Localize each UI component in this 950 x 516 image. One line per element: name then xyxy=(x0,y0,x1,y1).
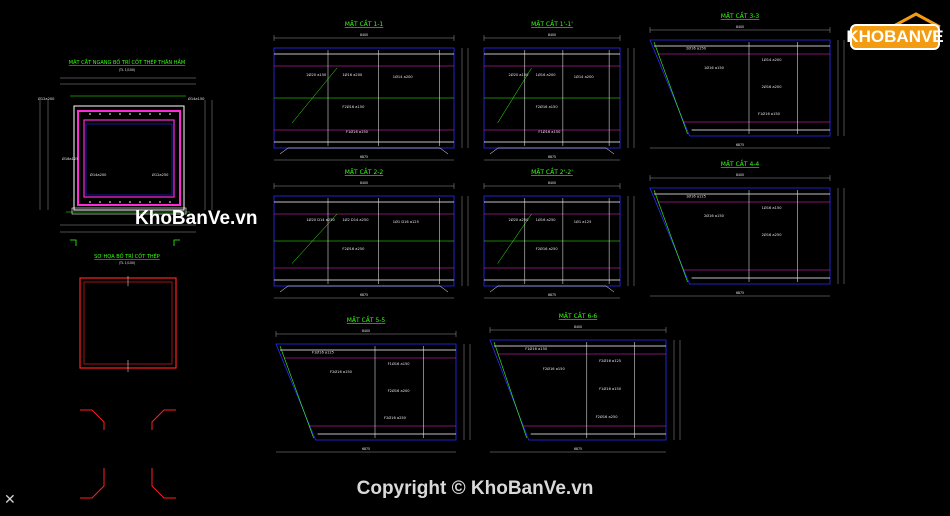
rebar-label: F2Ø16 a150 xyxy=(342,104,365,109)
dimension-bottom: 6875 xyxy=(574,447,582,451)
section-title: MẶT CẮT 2-2 xyxy=(345,168,384,176)
dimension-bottom: 6875 xyxy=(736,291,744,295)
dimension-top: 8400 xyxy=(736,173,744,177)
rebar-label: 2Ø16 a150 xyxy=(686,46,707,51)
dimension-top: 8400 xyxy=(360,33,368,37)
rebar-label: 1Ø14 a200 xyxy=(574,74,595,79)
rebar-label: F2Ø16 a150 xyxy=(330,369,353,374)
section-title: MẶT CẮT 5-5 xyxy=(347,316,386,324)
rebar-label: F2Ø16 a250 xyxy=(596,414,619,419)
section-s3: MẶT CẮT 3-3 8400 6875 2Ø16 a150 1Ø16 a150 1Ø1… xyxy=(649,12,845,149)
dimension-bottom: 6875 xyxy=(362,447,370,451)
dimension-top: 8400 xyxy=(362,329,370,333)
rebar-label: 1Ø16 a200 xyxy=(342,72,363,77)
rebar-label: F2Ø16 a250 xyxy=(342,246,365,251)
section-s4: MẶT CẮT 4-4 8400 6875 1Ø16 a125 2Ø16 a150 1Ø1… xyxy=(649,160,845,297)
dimension-top: 8400 xyxy=(574,325,582,329)
rebar-label: 2Ø16 a150 xyxy=(704,213,725,218)
rebar-sketch: SƠ HỌA BỐ TRÍ CỐT THÉP (TL 1/100) xyxy=(79,252,177,499)
section-s2p: MẶT CẮT 2'-2' 8400 6875 2Ø20 a250 1Ø16 a250 1… xyxy=(483,168,635,299)
sketch-title: SƠ HỌA BỐ TRÍ CỐT THÉP xyxy=(94,252,160,260)
cross-label-1: Ø14a150 xyxy=(188,96,205,101)
rebar-label: F1Ø16 a150 xyxy=(758,111,781,116)
dimension-top: 8400 xyxy=(548,33,556,37)
cross-label-4: Ø14a200 xyxy=(90,172,107,177)
rebar-label: F2Ø16 a150 xyxy=(536,104,559,109)
sketch-scale: (TL 1/100) xyxy=(119,261,135,265)
rebar-label: 2Ø20 a150 xyxy=(508,72,529,77)
rebar-label: 1Ø2 D14 a250 xyxy=(342,217,369,222)
rebar-label: F1Ø16 a150 xyxy=(538,129,561,134)
logo-text: KHOBANVE xyxy=(846,27,944,46)
rebar-label: 1Ø1 a125 xyxy=(574,219,592,224)
tunnel-cross-section: MẶT CẮT NGANG BỐ TRÍ CỐT THÉP THÂN HẦM (… xyxy=(38,58,213,246)
sections-layer: MẶT CẮT 1-1 8400 6875 2Ø20 a150 1Ø16 a200 1Ø1… xyxy=(273,12,845,453)
rebar-label: 1Ø16 a200 xyxy=(536,72,557,77)
section-title: MẶT CẮT 6-6 xyxy=(559,312,598,320)
khobanve-logo[interactable]: KHOBANVE xyxy=(846,12,944,54)
cross-section-scale: (TL 1/100) xyxy=(119,68,135,72)
rebar-label: 1Ø16 a125 xyxy=(686,194,706,199)
section-title: MẶT CẮT 1-1 xyxy=(345,20,384,28)
logo-badge: KHOBANVE xyxy=(846,24,944,50)
section-title: MẶT CẮT 4-4 xyxy=(721,160,760,168)
close-x-icon[interactable]: ✕ xyxy=(4,492,16,508)
section-s1p: MẶT CẮT 1'-1' 8400 6875 2Ø20 a150 1Ø16 a200 1… xyxy=(483,20,635,161)
rebar-label: 1Ø16 a150 xyxy=(762,205,783,210)
rebar-label: F2Ø16 a200 xyxy=(388,388,411,393)
rebar-label: F1Ø16 a150 xyxy=(525,346,548,351)
rebar-label: 1Ø16 a250 xyxy=(536,217,557,222)
rebar-label: 1Ø1 D16 a125 xyxy=(393,219,419,224)
dimension-bottom: 6875 xyxy=(360,293,368,297)
section-title: MẶT CẮT 3-3 xyxy=(721,12,760,20)
cross-label-0: Ø12a200 xyxy=(38,96,55,101)
cross-label-2: Ø16a125 xyxy=(62,156,78,161)
rebar-label: 1Ø16 a150 xyxy=(704,65,725,70)
rebar-label: F2Ø16 a250 xyxy=(536,246,559,251)
rebar-label: 2Ø16 a250 xyxy=(762,232,783,237)
dimension-bottom: 6875 xyxy=(548,293,556,297)
rebar-label: F1Ø16 a150 xyxy=(388,361,411,366)
copyright-text: Copyright © KhoBanVe.vn xyxy=(356,478,594,499)
rebar-label: 2Ø20 a250 xyxy=(508,217,529,222)
section-s1: MẶT CẮT 1-1 8400 6875 2Ø20 a150 1Ø16 a200 1Ø1… xyxy=(273,20,469,161)
rebar-label: 1Ø14 a200 xyxy=(762,57,783,62)
section-title: MẶT CẮT 1'-1' xyxy=(531,20,573,28)
dimension-bottom: 6875 xyxy=(736,143,744,147)
rebar-label: F1Ø16 a125 xyxy=(312,350,334,355)
rebar-label: F1Ø16 a150 xyxy=(346,129,369,134)
house-roof-icon xyxy=(891,12,941,28)
section-s2: MẶT CẮT 2-2 8400 6875 1Ø20 D14 a250 1Ø2 D14 … xyxy=(273,168,469,299)
watermark-text: KhoBanVe.vn xyxy=(135,208,258,229)
rebar-label: F2Ø16 a125 xyxy=(599,358,621,363)
rebar-label: 1Ø20 D14 a250 xyxy=(306,217,335,222)
rebar-label: F2Ø16 a150 xyxy=(543,366,566,371)
rebar-label: F2Ø16 a250 xyxy=(384,415,407,420)
dimension-bottom: 6875 xyxy=(360,155,368,159)
section-title: MẶT CẮT 2'-2' xyxy=(531,168,573,176)
dimension-top: 8400 xyxy=(548,181,556,185)
cross-label-3: Ø12a250 xyxy=(152,172,169,177)
dimension-top: 8400 xyxy=(736,25,744,29)
rebar-label: 2Ø16 a200 xyxy=(762,84,783,89)
dimension-top: 8400 xyxy=(360,181,368,185)
dimension-bottom: 6875 xyxy=(548,155,556,159)
rebar-label: 2Ø20 a150 xyxy=(306,72,327,77)
rebar-label: F1Ø16 a150 xyxy=(599,386,622,391)
rebar-label: 1Ø14 a200 xyxy=(393,74,414,79)
cross-section-title: MẶT CẮT NGANG BỐ TRÍ CỐT THÉP THÂN HẦM xyxy=(69,58,185,66)
